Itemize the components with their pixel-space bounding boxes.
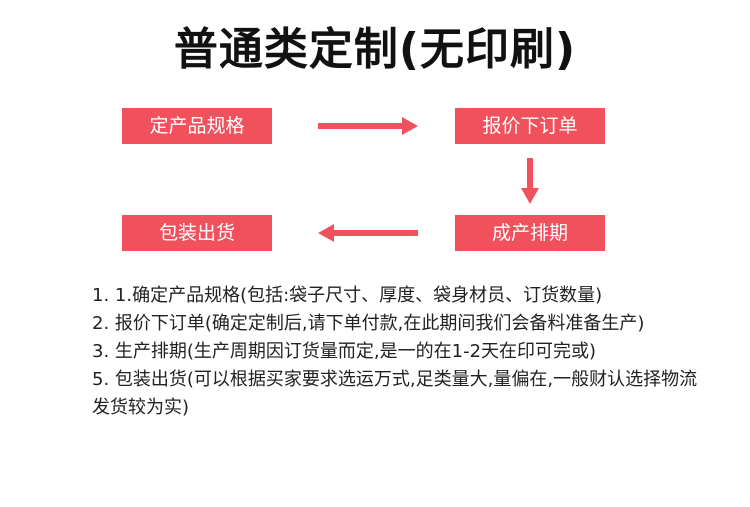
flow-step-pack-ship: 包装出货 <box>122 215 272 251</box>
step-item: 2. 报价下订单(确定定制后,请下单付款,在此期间我们会备料准备生产) <box>92 313 645 334</box>
flow-step-schedule: 成产排期 <box>455 215 605 251</box>
flow-step-quote-order: 报价下订单 <box>455 108 605 144</box>
step-item: 5. 包装出货(可以根据买家要求选运万式,足类量大,量偏在,一般财认选择物流发货… <box>92 369 698 418</box>
arrow-down-icon <box>521 158 539 204</box>
arrow-left-icon <box>318 224 418 242</box>
page-title: 普通类定制(无印刷) <box>173 24 577 75</box>
step-item: 1. 1.确定产品规格(包括:袋子尺寸、厚度、袋身材员、订货数量) <box>92 285 603 306</box>
steps-list: 1. 1.确定产品规格(包括:袋子尺寸、厚度、袋身材员、订货数量) 2. 报价下… <box>92 282 712 422</box>
arrow-right-icon <box>318 117 418 135</box>
flow-step-define-spec: 定产品规格 <box>122 108 272 144</box>
step-item: 3. 生产排期(生产周期因订货量而定,是一的在1-2天在印可完或) <box>92 341 597 362</box>
